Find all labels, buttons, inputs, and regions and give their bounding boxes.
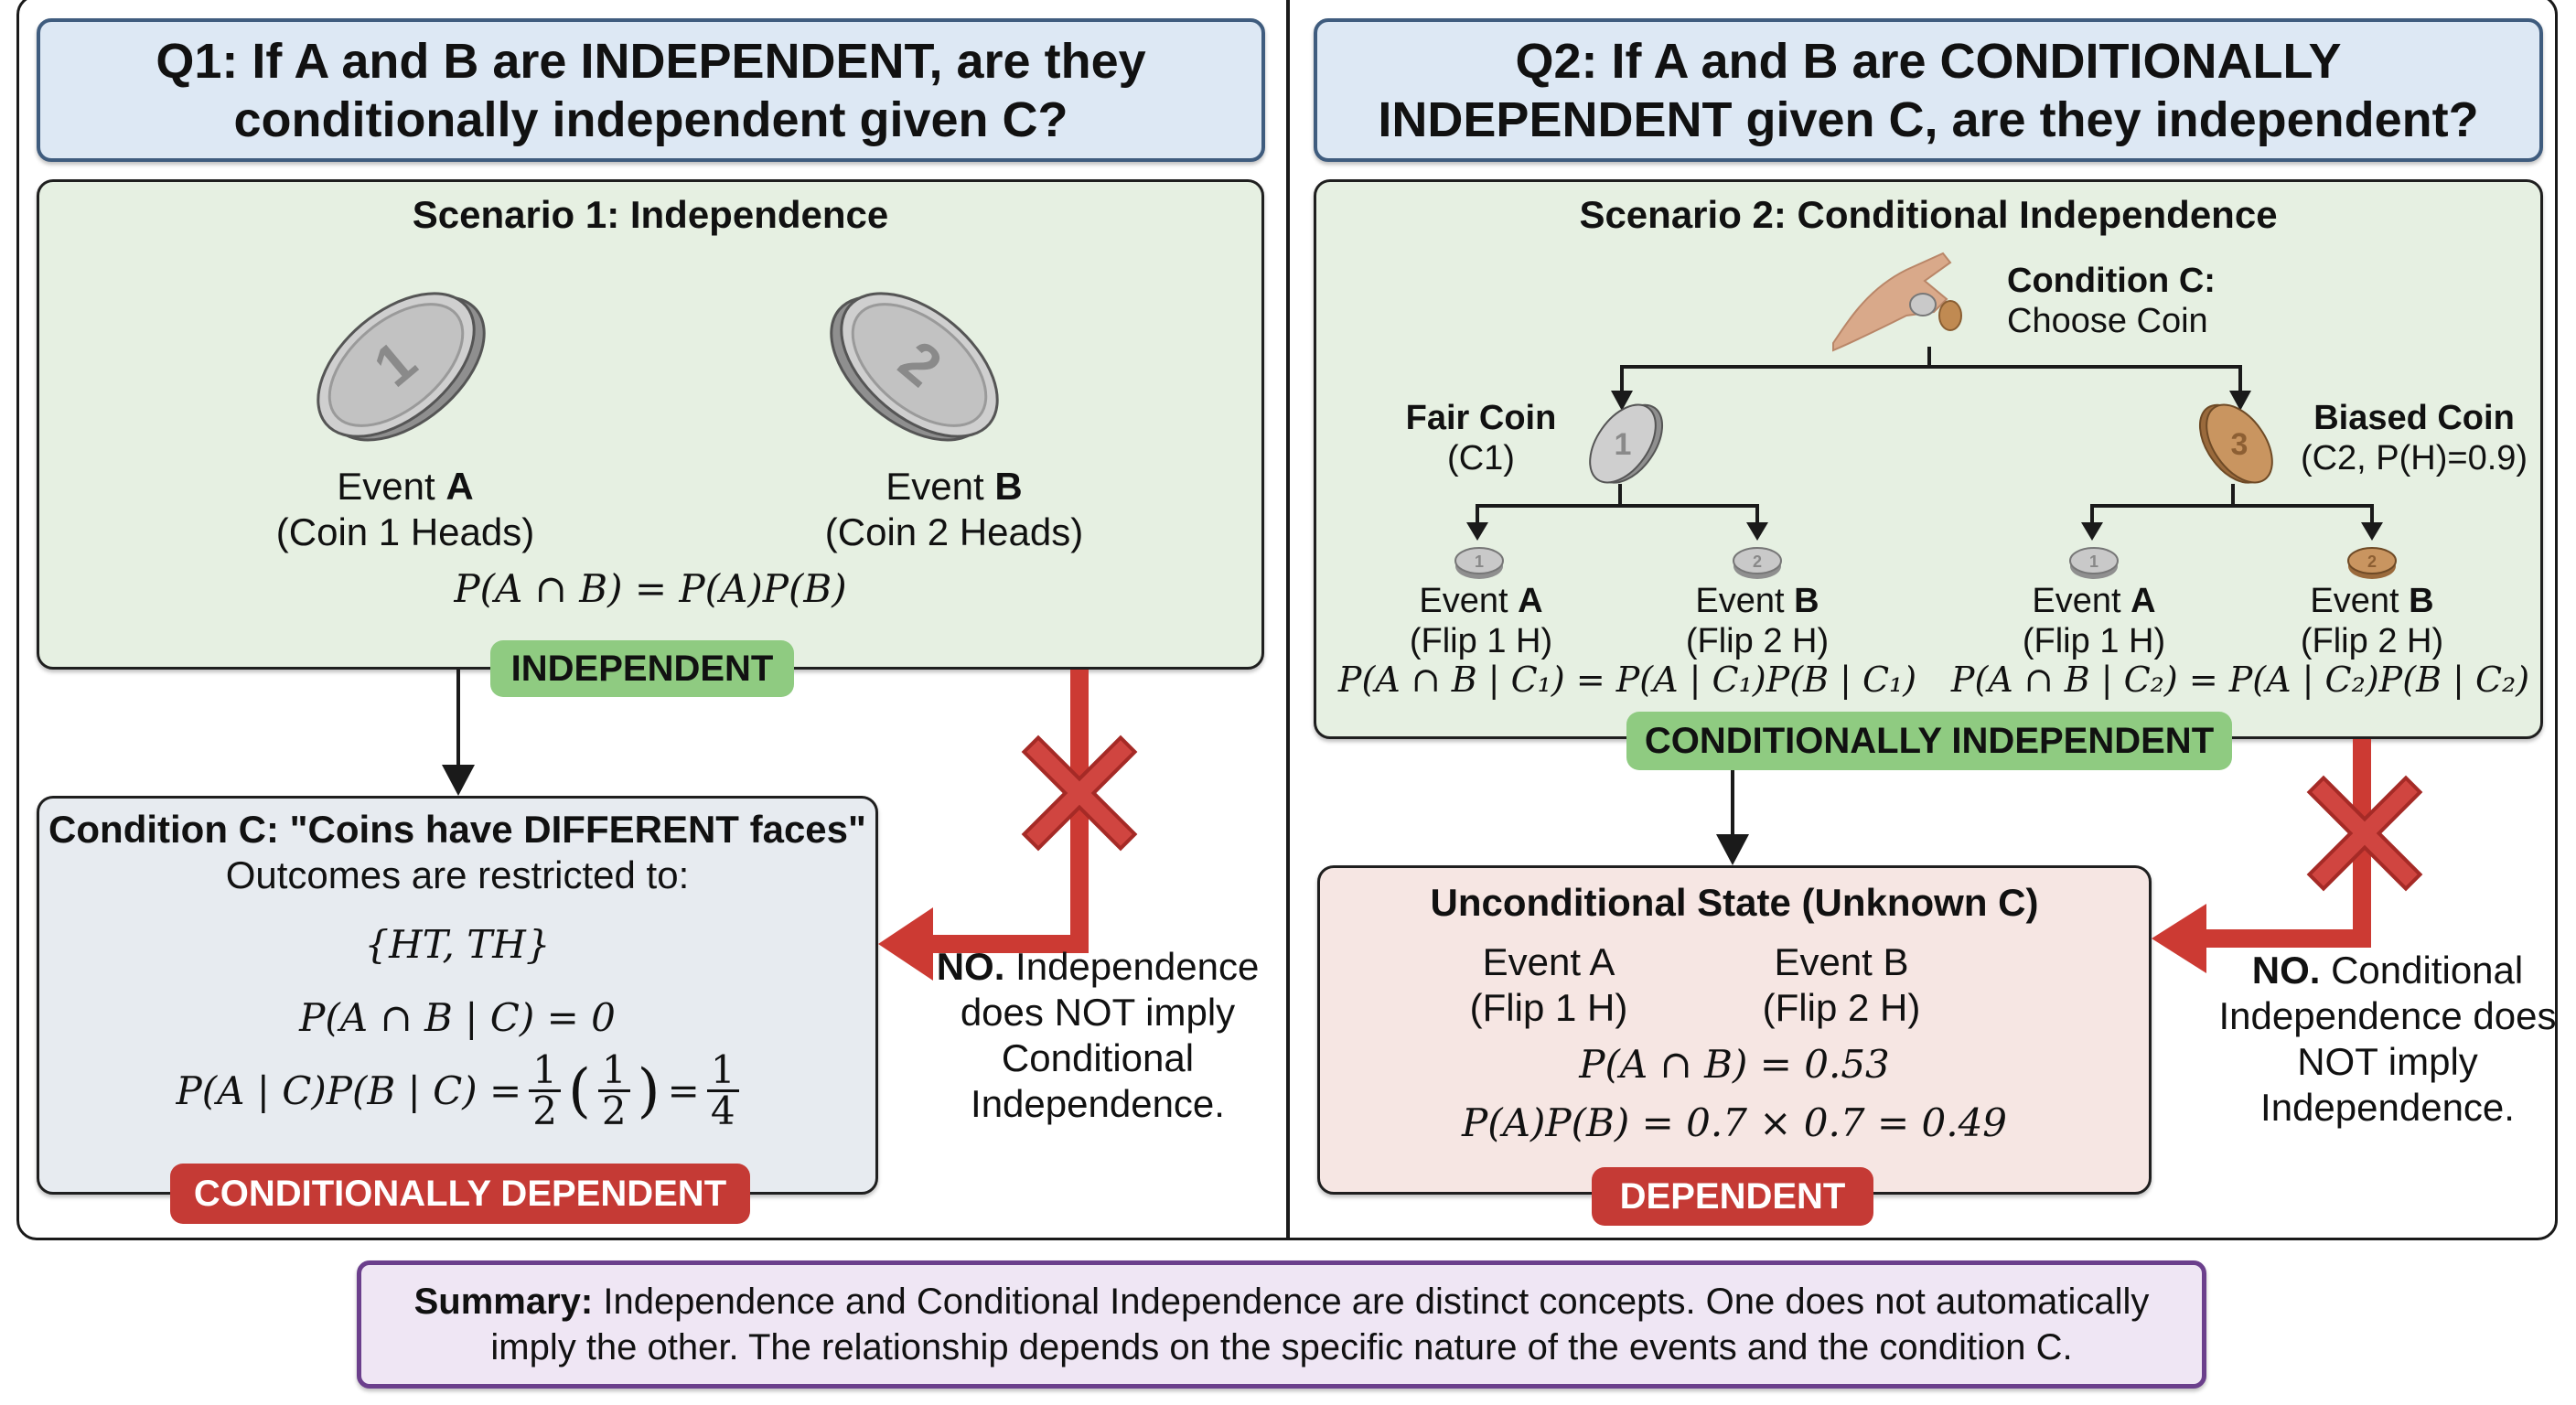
arrow-down-icon <box>1466 522 1488 541</box>
condition-c-subtitle: Outcomes are restricted to: <box>225 853 690 896</box>
formula-c1: P(A ∩ B | C₁) = P(A | C₁)P(B | C₁) <box>1337 660 1917 700</box>
q2-question-text: Q2: If A and B are CONDITIONALLY INDEPEN… <box>1378 33 2479 147</box>
scenario-1-title: Scenario 1: Independence <box>412 193 889 236</box>
condition-c-title: Condition C: "Coins have DIFFERENT faces… <box>48 808 866 851</box>
fair-coin-icon: 1 <box>1589 403 1664 484</box>
branch-event-label: Event B(Flip 2 H) <box>1685 582 1830 660</box>
tree-branch-left-bar <box>1476 504 1759 508</box>
coin-1-icon: 1 <box>317 292 486 442</box>
summary-box: Summary: Independence and Conditional In… <box>357 1260 2206 1389</box>
biased-coin-icon: 3 <box>2198 403 2273 484</box>
scenario-2-box: Scenario 2: Conditional Independence Con… <box>1314 179 2543 739</box>
scenario-1-box: Scenario 1: Independence 1 2 Event A (Co… <box>37 179 1264 670</box>
tree-branch-right-bar <box>2090 504 2374 508</box>
svg-text:1: 1 <box>1615 427 1632 462</box>
branch-event-label: Event A(Flip 1 H) <box>2022 582 2166 660</box>
tree-branch-left <box>1620 365 1624 392</box>
uncond-event-a: Event A(Flip 1 H) <box>1469 940 1628 1029</box>
svg-text:3: 3 <box>2231 427 2249 462</box>
arrow-shaft <box>456 670 460 772</box>
hand-choosing-coin-icon <box>1832 252 1962 352</box>
unconditional-product-formula: P(A)P(B) = 0.7 × 0.7 = 0.49 <box>1461 1100 2008 1145</box>
q2-conclusion-note: NO. Conditional Independence does NOT im… <box>2218 949 2557 1129</box>
tree-stem-right <box>2231 484 2235 506</box>
tree-stem <box>1927 347 1931 367</box>
q1-question-text: Q1: If A and B are INDEPENDENT, are they… <box>156 33 1146 147</box>
conditional-joint-formula: P(A ∩ B | C) = 0 <box>299 995 616 1040</box>
arrow-shaft <box>1731 770 1734 842</box>
event-a-label: Event A (Coin 1 Heads) <box>275 465 535 553</box>
q2-question-header: Q2: If A and B are CONDITIONALLY INDEPEN… <box>1314 18 2543 162</box>
summary-text: Summary: Independence and Conditional In… <box>413 1282 2150 1367</box>
branch-event-label: Event A(Flip 1 H) <box>1409 582 1553 660</box>
svg-text:2: 2 <box>1753 552 1762 571</box>
formula-c2: P(A ∩ B | C₂) = P(A | C₂)P(B | C₂) <box>1950 660 2530 700</box>
arrow-down-icon <box>2081 522 2103 541</box>
arrow-down-icon <box>1746 522 1768 541</box>
svg-text:1: 1 <box>2089 552 2098 571</box>
arrow-down-icon <box>1716 834 1749 865</box>
tree-line <box>1755 504 1759 524</box>
flip-coin-icon: 1 <box>2069 547 2119 579</box>
tree-branch-top <box>1620 365 2242 369</box>
red-no-arrow-q1 <box>878 670 1089 981</box>
red-x-icon-q1 <box>1021 735 1138 852</box>
independence-formula: P(A ∩ B) = P(A)P(B) <box>454 566 847 611</box>
independent-badge: INDEPENDENT <box>490 640 794 697</box>
uncond-event-b: Event B(Flip 2 H) <box>1762 940 1921 1029</box>
arrow-down-icon <box>2229 391 2251 411</box>
arrow-down-icon <box>442 765 475 796</box>
q1-question-header: Q1: If A and B are INDEPENDENT, are they… <box>37 18 1265 162</box>
arrow-down-icon <box>2361 522 2383 541</box>
red-x-icon-q2 <box>2306 775 2423 892</box>
q1-conclusion-note: NO. Independence does NOT imply Conditio… <box>936 945 1260 1125</box>
flip-coin-icon: 2 <box>2347 547 2397 579</box>
conditionally-dependent-badge: CONDITIONALLY DEPENDENT <box>170 1164 750 1224</box>
coin-2-icon: 2 <box>830 292 999 442</box>
svg-text:2: 2 <box>2367 552 2377 571</box>
unconditional-title: Unconditional State (Unknown C) <box>1430 881 2039 924</box>
arrow-down-icon <box>1611 391 1633 411</box>
tree-line <box>2370 504 2374 524</box>
tree-line <box>2090 504 2094 524</box>
flip-coin-icon: 2 <box>1733 547 1782 579</box>
event-b-label: Event B (Coin 2 Heads) <box>824 465 1084 553</box>
red-no-arrow-q2 <box>2152 739 2371 973</box>
conditionally-independent-badge: CONDITIONALLY INDEPENDENT <box>1626 712 2232 770</box>
panel-divider <box>1286 0 1290 1240</box>
dependent-badge: DEPENDENT <box>1592 1167 1873 1226</box>
unconditional-state-box: Unconditional State (Unknown C) Event A(… <box>1317 865 2152 1195</box>
tree-line <box>1476 504 1479 524</box>
biased-coin-label: Biased Coin(C2, P(H)=0.9) <box>2300 399 2528 477</box>
svg-text:1: 1 <box>1475 552 1484 571</box>
outcome-set: {HT, TH} <box>364 922 551 967</box>
tree-branch-right <box>2238 365 2242 392</box>
flip-coin-icon: 1 <box>1454 547 1504 579</box>
unconditional-joint-formula: P(A ∩ B) = 0.53 <box>1579 1042 1890 1087</box>
condition-c-box: Condition C: "Coins have DIFFERENT faces… <box>37 796 878 1195</box>
condition-c-choose-label: Condition C:Choose Coin <box>2007 262 2216 340</box>
fair-coin-label: Fair Coin(C1) <box>1405 399 1557 477</box>
branch-event-label: Event B(Flip 2 H) <box>2300 582 2444 660</box>
tree-stem-left <box>1618 484 1622 506</box>
scenario-2-title: Scenario 2: Conditional Independence <box>1579 193 2278 236</box>
